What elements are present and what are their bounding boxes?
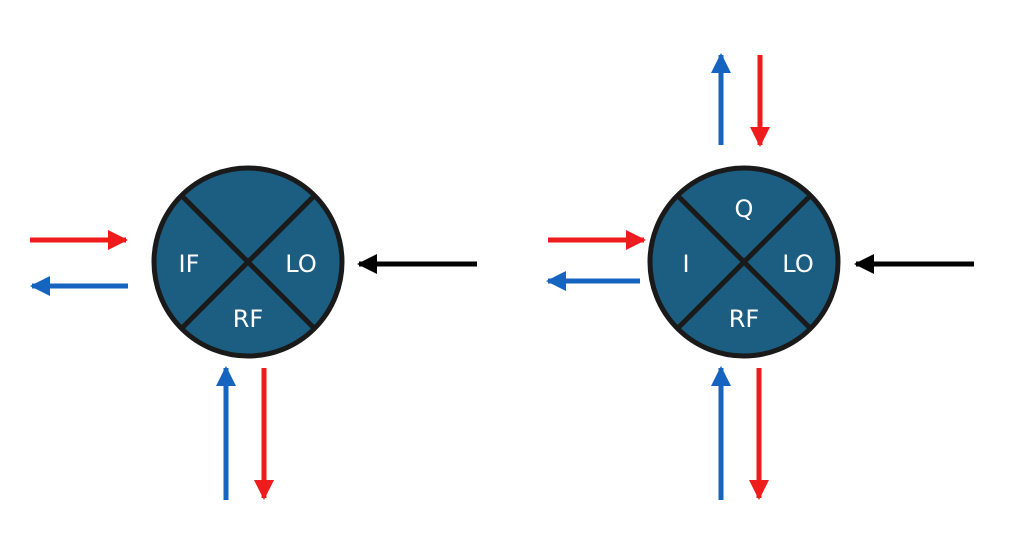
mixer-right-cross-b (675, 193, 813, 331)
mixer-right-i-label: I (682, 250, 689, 278)
mixer-left-if-label: IF (179, 250, 200, 278)
mixer-left-cross-b (179, 193, 317, 331)
mixer-right: Q I LO RF (546, 53, 974, 500)
mixer-right-rf-label: RF (729, 305, 759, 333)
mixer-left-lo-label: LO (285, 250, 316, 278)
mixer-right-q-label: Q (735, 195, 754, 223)
mixer-right-lo-label: LO (782, 250, 813, 278)
mixer-left-rf-label: RF (233, 305, 263, 333)
mixer-left: IF LO RF (30, 165, 477, 500)
